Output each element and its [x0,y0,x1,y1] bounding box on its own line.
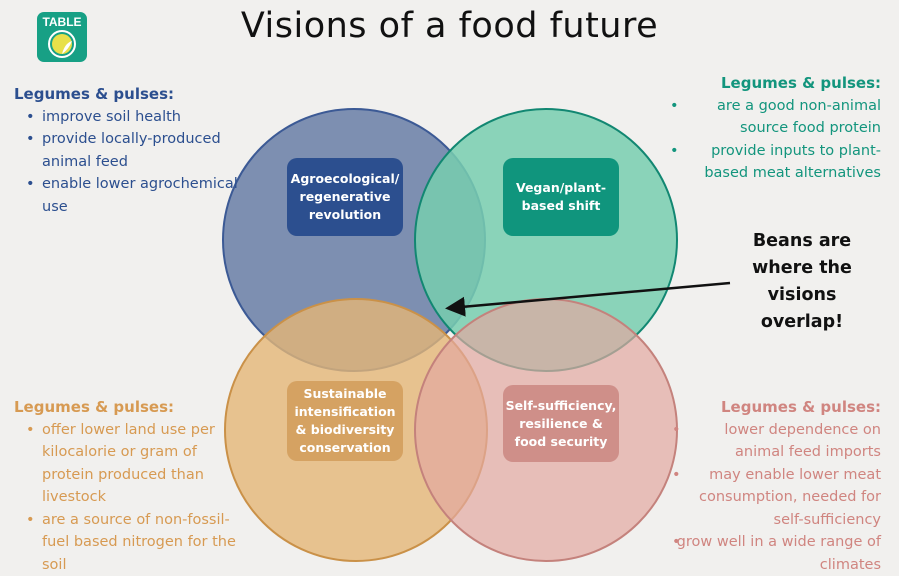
list-item: are a good non-animal source food protei… [670,95,881,140]
list-item: provide locally-produced animal feed [14,128,244,173]
list-item: provide inputs to plant-based meat alter… [670,140,881,185]
list-item: improve soil health [14,106,244,129]
list-item: grow well in a wide range of climates [672,531,881,576]
note-heading: Legumes & pulses: [672,396,881,419]
note-heading: Legumes & pulses: [14,396,249,419]
note-bottom-left: Legumes & pulses: offer lower land use p… [14,396,249,576]
label-agroecological: Agroecological/ regenerative revolution [287,158,403,236]
note-heading: Legumes & pulses: [14,83,244,106]
list-item: enable lower agrochemical use [14,173,244,218]
note-top-left: Legumes & pulses: improve soil health pr… [14,83,244,218]
note-top-right: Legumes & pulses: are a good non-animal … [670,72,881,185]
list-item: offer lower land use per kilocalorie or … [14,419,249,509]
note-bottom-right: Legumes & pulses: lower dependence on an… [672,396,881,576]
list-item: may enable lower meat consumption, neede… [672,464,881,532]
label-vegan: Vegan/plant- based shift [503,158,619,236]
list-item: lower dependence on animal feed imports [672,419,881,464]
overlap-callout: Beans are where the visions overlap! [732,228,872,336]
label-sustainable: Sustainable intensification & biodiversi… [287,381,403,461]
label-self-sufficiency: Self-sufficiency, resilience & food secu… [503,385,619,462]
note-heading: Legumes & pulses: [670,72,881,95]
list-item: are a source of non-fossil-fuel based ni… [14,509,249,576]
